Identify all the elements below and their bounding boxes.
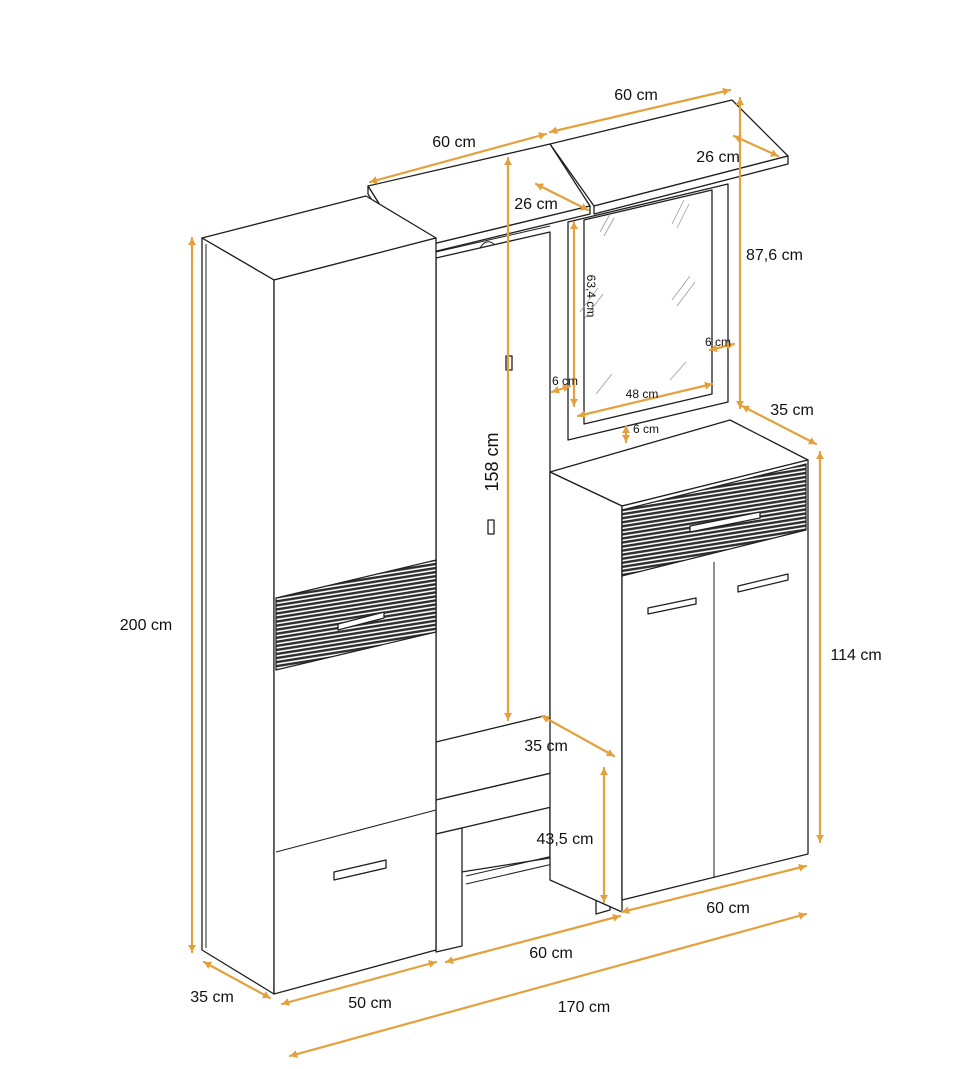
wardrobe-drawer-handle bbox=[337, 611, 385, 631]
label-shoe-cabinet-width: 60 cm bbox=[706, 900, 750, 917]
dim-line-mirror-glass-width bbox=[576, 381, 714, 419]
label-bench-width: 60 cm bbox=[529, 945, 573, 962]
tall-wardrobe bbox=[201, 195, 437, 995]
dim-arrowhead bbox=[579, 203, 588, 211]
dim-line-total-width bbox=[288, 912, 808, 1058]
dim-arrowhead bbox=[807, 437, 816, 445]
door-handle-right bbox=[737, 573, 789, 593]
wardrobe-drawer-texture bbox=[275, 559, 437, 671]
label-wardrobe-width: 50 cm bbox=[348, 995, 392, 1012]
dim-arrowhead bbox=[282, 998, 290, 1007]
dim-line-shoe-cabinet-width bbox=[620, 863, 808, 915]
dim-arrowhead bbox=[600, 768, 608, 775]
label-coat-panel-height: 158 cm bbox=[482, 432, 502, 491]
dim-arrowhead bbox=[370, 176, 378, 185]
label-mirror-bottom-border: 6 cm bbox=[633, 422, 659, 436]
label-top-right-shelf-width: 60 cm bbox=[614, 87, 658, 104]
dim-line-top-left-shelf-width bbox=[368, 131, 548, 185]
dim-arrowhead bbox=[562, 384, 570, 393]
dim-line-wardrobe-depth bbox=[202, 960, 272, 1000]
dim-arrowhead bbox=[536, 183, 545, 191]
dim-arrowhead bbox=[605, 749, 614, 757]
dim-arrowhead bbox=[722, 87, 730, 96]
dim-arrowhead bbox=[736, 401, 744, 408]
label-bench-depth: 35 cm bbox=[524, 738, 568, 755]
dim-line-bench-height bbox=[600, 766, 608, 904]
label-bench-height: 43,5 cm bbox=[537, 831, 594, 848]
mirror-panel bbox=[567, 183, 729, 441]
dim-arrowhead bbox=[622, 906, 630, 915]
dim-arrowhead bbox=[538, 131, 546, 140]
dim-line-shoe-cabinet-depth bbox=[740, 404, 818, 446]
dim-arrowhead bbox=[428, 959, 436, 968]
dim-arrowhead bbox=[570, 399, 578, 406]
dim-line-left-shelf-depth bbox=[534, 182, 590, 212]
dim-arrowhead bbox=[504, 713, 512, 720]
dim-arrowhead bbox=[290, 1050, 298, 1058]
dim-arrowhead bbox=[446, 956, 454, 965]
door-handle-left bbox=[647, 597, 697, 615]
dim-arrowhead bbox=[742, 405, 751, 413]
top-shelf-right bbox=[549, 99, 789, 215]
dim-arrowhead bbox=[612, 913, 620, 922]
label-mirror-glass-width: 48 cm bbox=[626, 387, 659, 401]
dim-line-shoe-cabinet-height bbox=[816, 450, 824, 844]
dimension-lines bbox=[188, 87, 824, 1058]
label-total-height: 200 cm bbox=[120, 617, 172, 634]
dim-line-bench-width bbox=[444, 913, 622, 965]
dim-line-wardrobe-width bbox=[280, 959, 438, 1007]
wardrobe-bottom-drawer-handle bbox=[333, 859, 387, 881]
label-wardrobe-depth: 35 cm bbox=[190, 989, 234, 1006]
dim-arrowhead bbox=[816, 452, 824, 459]
dim-line-coat-panel-height bbox=[504, 156, 512, 722]
label-mirror-glass-height: 63,4 cm bbox=[584, 275, 598, 318]
drawer-handle bbox=[689, 511, 761, 533]
label-shoe-cabinet-height: 114 cm bbox=[830, 647, 881, 664]
label-total-width: 170 cm bbox=[558, 999, 610, 1016]
dim-arrowhead bbox=[704, 381, 712, 390]
dim-arrowhead bbox=[798, 863, 806, 872]
label-top-left-shelf-width: 60 cm bbox=[432, 134, 476, 151]
dim-arrowhead bbox=[188, 238, 196, 245]
dim-arrowhead bbox=[261, 991, 270, 999]
label-shoe-cabinet-depth: 35 cm bbox=[770, 402, 814, 419]
dim-line-mirror-right-border bbox=[708, 341, 736, 353]
dim-line-total-height bbox=[188, 236, 196, 954]
mirror-glass-reflections bbox=[579, 199, 696, 395]
dim-arrowhead bbox=[552, 385, 560, 394]
dim-line-bench-depth bbox=[540, 714, 616, 758]
dim-arrowhead bbox=[578, 410, 586, 419]
dim-arrowhead bbox=[188, 945, 196, 952]
dim-arrowhead bbox=[504, 158, 512, 165]
dim-arrowhead bbox=[204, 961, 213, 969]
dim-arrowhead bbox=[600, 895, 608, 902]
dim-line-mirror-left-border bbox=[550, 384, 572, 394]
dim-arrowhead bbox=[550, 126, 558, 135]
label-mirror-right-border: 6 cm bbox=[705, 335, 731, 349]
dim-arrowhead bbox=[622, 435, 630, 442]
dim-line-mirror-glass-height bbox=[570, 220, 578, 408]
dim-line-mirror-bottom-border bbox=[622, 424, 630, 444]
label-mirror-left-border: 6 cm bbox=[552, 374, 578, 388]
dim-arrowhead bbox=[570, 222, 578, 229]
dim-line-mirror-panel-height bbox=[736, 96, 744, 410]
dim-arrowhead bbox=[726, 341, 734, 350]
dim-arrowhead bbox=[769, 149, 778, 157]
dim-arrowhead bbox=[816, 835, 824, 842]
dim-arrowhead bbox=[736, 98, 744, 105]
shoe-cabinet-drawer-texture bbox=[621, 463, 807, 577]
dim-line-top-right-shelf-width bbox=[548, 87, 732, 135]
dim-arrowhead bbox=[798, 912, 806, 920]
label-left-shelf-depth: 26 cm bbox=[514, 196, 558, 213]
dim-arrowhead bbox=[622, 426, 630, 433]
dim-arrowhead bbox=[710, 344, 718, 353]
dim-arrowhead bbox=[542, 715, 551, 723]
label-mirror-panel-height: 87,6 cm bbox=[746, 247, 803, 264]
coat-hook-lower bbox=[487, 519, 495, 535]
label-right-shelf-depth: 26 cm bbox=[696, 149, 740, 166]
